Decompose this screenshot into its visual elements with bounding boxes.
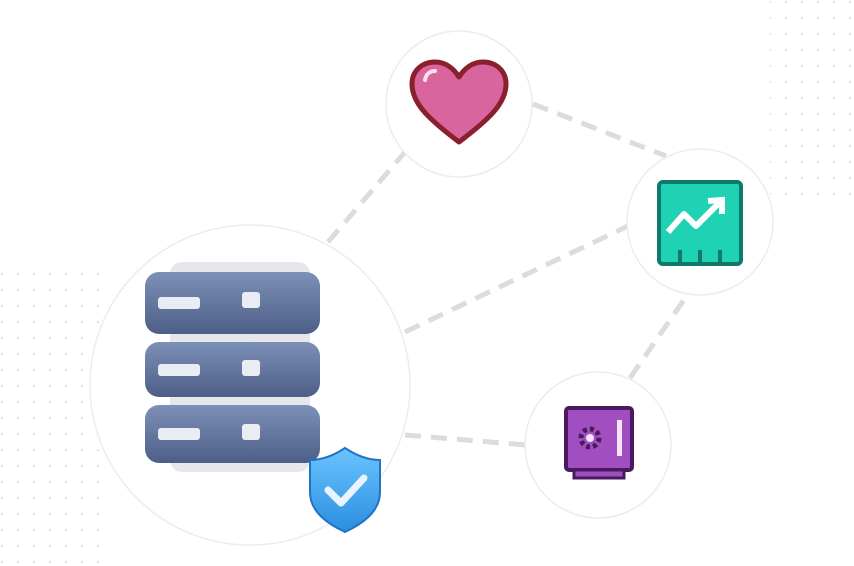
safe-vault-icon	[564, 406, 634, 480]
connectors	[326, 101, 691, 448]
dot-grid-top-right	[770, 0, 854, 200]
trend-chart-icon	[657, 180, 743, 266]
heart-icon	[409, 59, 509, 145]
server-stack-icon	[145, 262, 320, 472]
shield-check-icon	[309, 446, 381, 534]
dot-grid-left	[0, 260, 110, 566]
